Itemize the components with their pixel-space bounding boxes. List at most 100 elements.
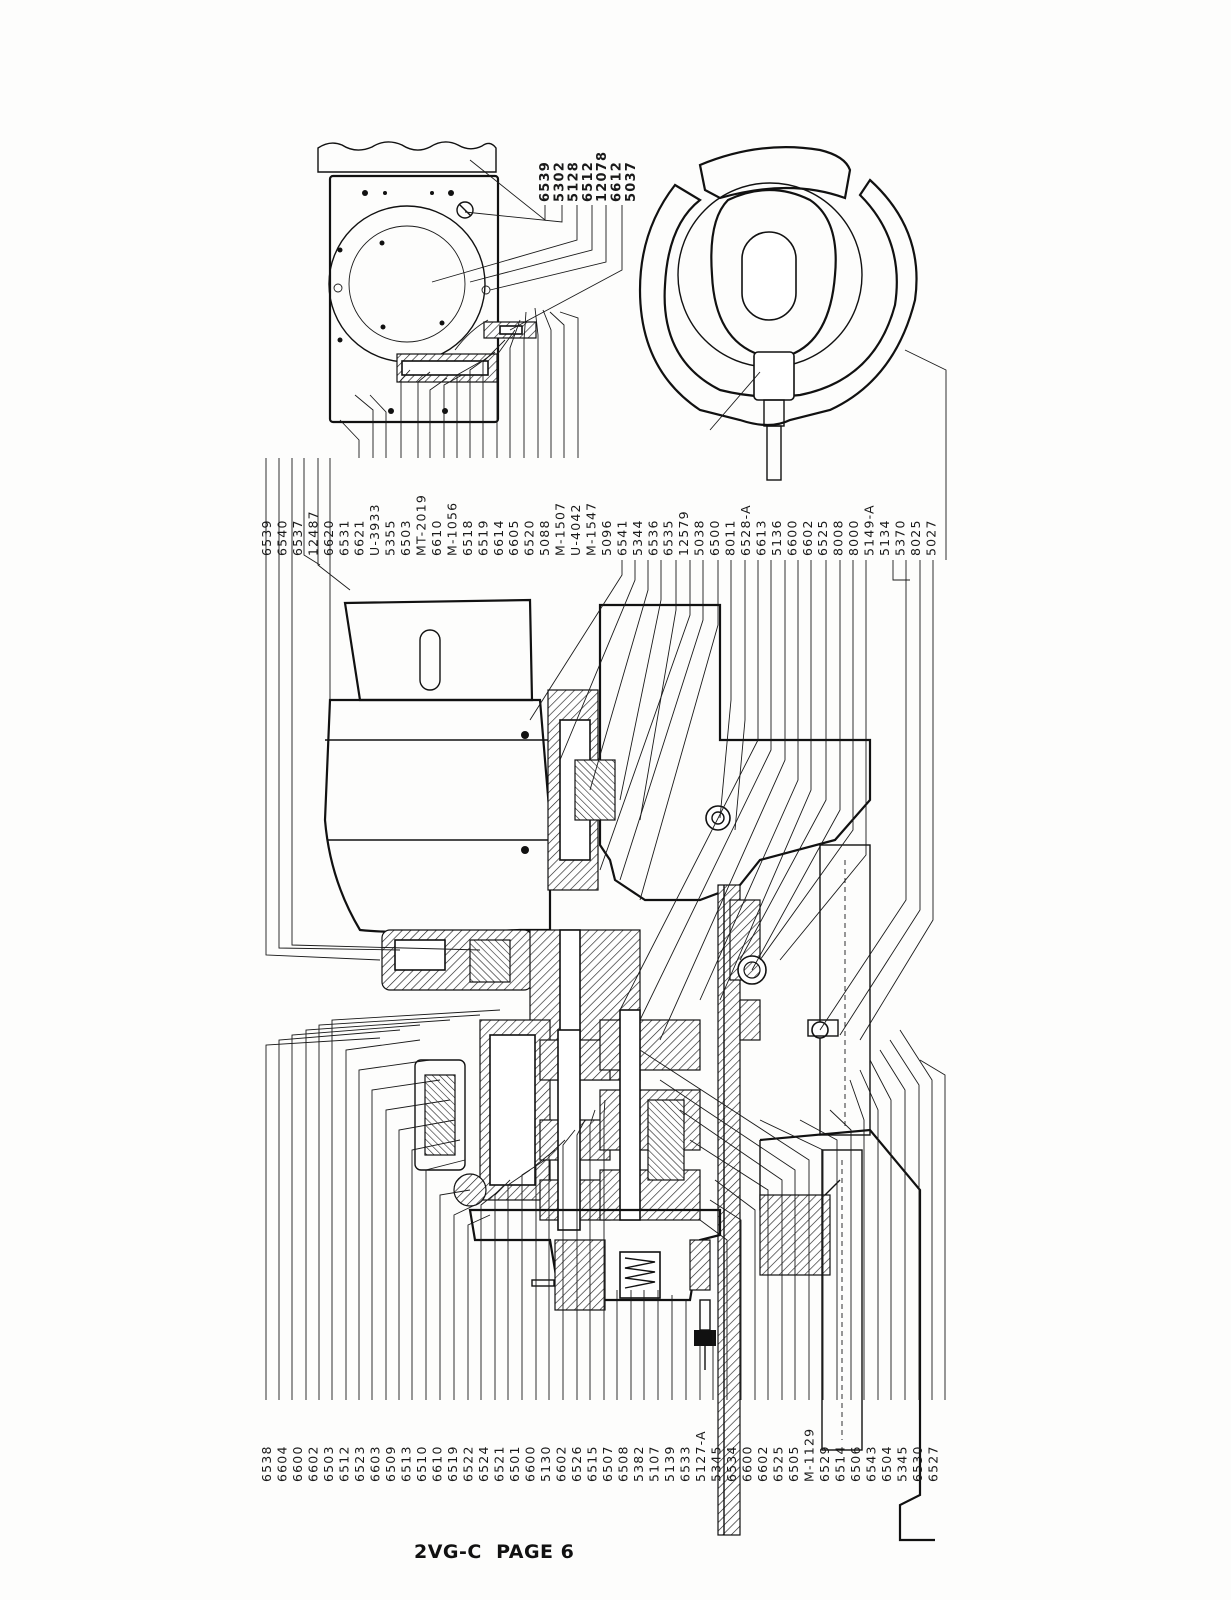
part-number-label: 5107 xyxy=(647,1445,662,1482)
part-number-label: 6515 xyxy=(585,1445,600,1482)
part-number-label: 6520 xyxy=(522,519,537,556)
part-number-label: 6523 xyxy=(352,1445,367,1482)
part-number-label: 5382 xyxy=(631,1445,646,1482)
part-number-label: 6602 xyxy=(306,1445,321,1482)
part-number-label: 5302 xyxy=(552,161,567,202)
part-number-label: 6510 xyxy=(414,1445,429,1482)
part-number-label: 6533 xyxy=(678,1445,693,1482)
part-number-label: 5096 xyxy=(599,519,614,556)
part-number-label: M-1507 xyxy=(553,502,568,556)
part-number-label: 5088 xyxy=(537,519,552,556)
part-number-label: 6539 xyxy=(259,519,274,556)
part-number-label: U-4042 xyxy=(568,503,583,556)
part-number-label: 5345 xyxy=(709,1445,724,1482)
part-number-label: M-1056 xyxy=(444,502,459,556)
part-number-label: 6505 xyxy=(786,1445,801,1482)
part-number-label: 6503 xyxy=(398,519,413,556)
part-number-label: 5139 xyxy=(662,1445,677,1482)
part-number-label: 6539 xyxy=(538,161,553,202)
part-number-label: 6602 xyxy=(554,1445,569,1482)
part-number-label: 6503 xyxy=(321,1445,336,1482)
part-number-label: 6614 xyxy=(491,519,506,556)
part-number-label: 6513 xyxy=(399,1445,414,1482)
part-number-label: 8025 xyxy=(908,519,923,556)
handwheel-detail xyxy=(638,146,918,481)
part-number-label: MT-2019 xyxy=(414,494,429,556)
part-number-label: 8008 xyxy=(831,519,846,556)
part-number-label: 6602 xyxy=(800,519,815,556)
part-number-label: 5355 xyxy=(383,519,398,556)
part-number-label: 6537 xyxy=(290,519,305,556)
part-number-label: 6526 xyxy=(569,1445,584,1482)
part-number-label: 5038 xyxy=(692,519,707,556)
middle-leaders xyxy=(265,307,947,1041)
part-number-label: 6525 xyxy=(771,1445,786,1482)
part-number-label: 6528-A xyxy=(738,504,753,556)
part-number-label: M-1129 xyxy=(802,1428,817,1482)
part-number-label: 6536 xyxy=(645,519,660,556)
part-number-label: 6519 xyxy=(445,1445,460,1482)
part-number-label: 6504 xyxy=(879,1445,894,1482)
part-number-label: 5130 xyxy=(538,1445,553,1482)
part-number-label: 6519 xyxy=(475,519,490,556)
part-number-label: 5127-A xyxy=(693,1430,708,1482)
part-number-label: 5136 xyxy=(769,519,784,556)
part-number-label: 6512 xyxy=(581,161,596,202)
part-number-label: 6610 xyxy=(430,1445,445,1482)
part-number-label: 12078 xyxy=(595,151,610,202)
part-number-label: 5149-A xyxy=(862,504,877,556)
part-number-label: 6600 xyxy=(290,1445,305,1482)
part-number-label: 8000 xyxy=(846,519,861,556)
part-number-label: 5134 xyxy=(877,519,892,556)
part-number-label: 6604 xyxy=(275,1445,290,1482)
part-number-label: 12487 xyxy=(305,510,320,556)
top-detail-leaders xyxy=(431,159,623,331)
part-number-label: 5370 xyxy=(892,519,907,556)
part-number-label: 6535 xyxy=(661,519,676,556)
page-label: 2VG-C PAGE 6 xyxy=(414,1541,575,1563)
part-number-label: 5128 xyxy=(567,161,582,202)
part-number-label: 6605 xyxy=(506,519,521,556)
part-number-label: 6613 xyxy=(753,519,768,556)
part-number-label: 5344 xyxy=(630,519,645,556)
part-number-label: 6612 xyxy=(610,161,625,202)
part-number-label: 6501 xyxy=(507,1445,522,1482)
part-number-label: 6507 xyxy=(600,1445,615,1482)
part-number-label: 6524 xyxy=(476,1445,491,1482)
part-number-label: 6527 xyxy=(926,1445,941,1482)
part-number-label: 6522 xyxy=(461,1445,476,1482)
part-number-label: 6600 xyxy=(784,519,799,556)
part-number-label: U-3933 xyxy=(367,503,382,556)
part-number-label: 6521 xyxy=(492,1445,507,1482)
part-number-label: 6500 xyxy=(707,519,722,556)
part-number-label: 6534 xyxy=(724,1445,739,1482)
part-number-label: 6543 xyxy=(864,1445,879,1482)
part-number-label: 6541 xyxy=(614,519,629,556)
part-number-label: 6621 xyxy=(352,519,367,556)
part-number-label: 6531 xyxy=(336,519,351,556)
bottom-leaders xyxy=(265,1009,946,1400)
part-number-label: 6538 xyxy=(259,1445,274,1482)
part-number-label: 12579 xyxy=(676,510,691,556)
main-assembly xyxy=(323,598,935,1542)
part-number-label: 6610 xyxy=(429,519,444,556)
part-number-label: 6512 xyxy=(337,1445,352,1482)
part-number-label: 6600 xyxy=(523,1445,538,1482)
part-number-label: 6603 xyxy=(368,1445,383,1482)
motor-flange-detail xyxy=(317,141,537,424)
part-number-label: M-1547 xyxy=(583,502,598,556)
part-number-label: 5345 xyxy=(895,1445,910,1482)
part-number-label: 6600 xyxy=(740,1445,755,1482)
part-number-label: 6529 xyxy=(817,1445,832,1482)
part-number-label: 5027 xyxy=(923,519,938,556)
part-number-label: 6602 xyxy=(755,1445,770,1482)
part-number-label: 6518 xyxy=(460,519,475,556)
part-number-label: 6509 xyxy=(383,1445,398,1482)
part-number-label: 6514 xyxy=(833,1445,848,1482)
part-number-label: 6530 xyxy=(910,1445,925,1482)
part-number-label: 6508 xyxy=(616,1445,631,1482)
